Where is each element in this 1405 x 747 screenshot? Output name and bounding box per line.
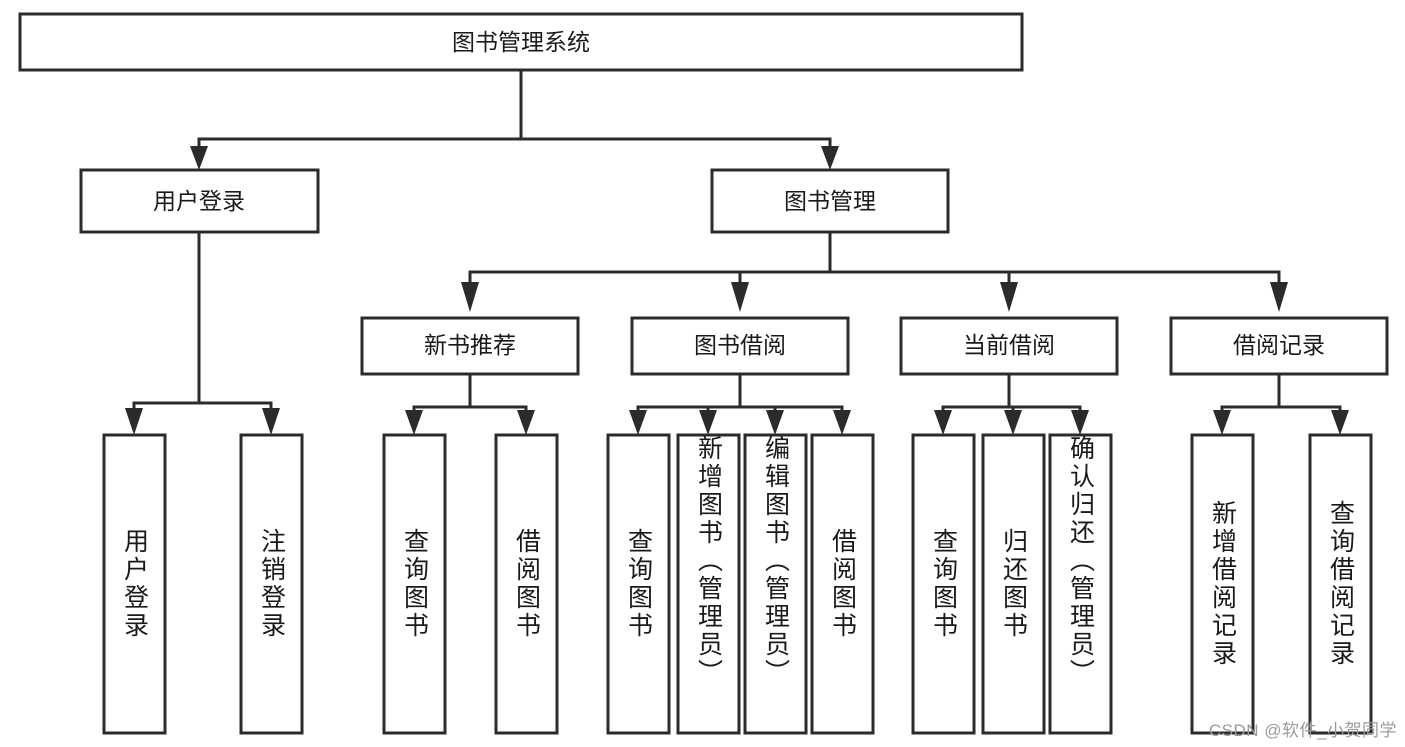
node-root-label: 图书管理系统 xyxy=(452,29,590,55)
arrow-head-bb-leaf-1 xyxy=(629,410,647,435)
node-book-management-label: 图书管理 xyxy=(784,188,876,214)
leaf-box-user-login-2[interactable] xyxy=(239,433,304,735)
connector-group xyxy=(125,68,1349,435)
arrow-head-cb-leaf-3 xyxy=(1071,410,1089,435)
leaf-box-current-borrow-3[interactable] xyxy=(1048,433,1113,735)
node-root[interactable]: 图书管理系统 xyxy=(18,12,1024,72)
node-book-management-box[interactable] xyxy=(710,168,950,234)
node-root-box[interactable] xyxy=(18,12,1024,72)
leaf-box-current-borrow-1[interactable] xyxy=(911,433,976,735)
leaf-box-borrow-record-2[interactable] xyxy=(1308,433,1373,735)
arrow-head-bb-leaf-2 xyxy=(699,410,717,435)
node-book-borrow-box[interactable] xyxy=(630,316,850,376)
node-new-book-recommend-label: 新书推荐 xyxy=(424,332,516,358)
node-borrow-record[interactable]: 借阅记录 xyxy=(1169,316,1389,376)
csdn-watermark: CSDN @软件_小贺同学 xyxy=(1208,721,1397,740)
arrow-head-nb-leaf-1 xyxy=(405,410,423,435)
leaf-box-new-book-2[interactable] xyxy=(494,433,559,735)
node-borrow-record-label: 借阅记录 xyxy=(1233,332,1325,358)
node-new-book-recommend[interactable]: 新书推荐 xyxy=(360,316,580,376)
node-book-borrow[interactable]: 图书借阅 xyxy=(630,316,850,376)
arrow-head-cb-leaf-2 xyxy=(1004,410,1022,435)
leaf-box-book-borrow-4[interactable] xyxy=(810,433,875,735)
arrow-head-new-book-recommend xyxy=(461,282,479,312)
leaf-box-book-borrow-2[interactable] xyxy=(676,433,741,735)
node-book-borrow-label: 图书借阅 xyxy=(694,332,786,358)
arrow-head-book-borrow xyxy=(731,282,749,312)
leaf-box-borrow-record-1[interactable] xyxy=(1190,433,1255,735)
node-book-management[interactable]: 图书管理 xyxy=(710,168,950,234)
node-current-borrow[interactable]: 当前借阅 xyxy=(899,316,1119,376)
node-new-book-recommend-box[interactable] xyxy=(360,316,580,376)
node-borrow-record-box[interactable] xyxy=(1169,316,1389,376)
leaf-box-user-login-1[interactable] xyxy=(102,433,167,735)
arrow-head-leaf-user-login xyxy=(125,408,143,435)
arrow-head-leaf-logout xyxy=(262,408,280,435)
arrow-head-book-mgmt xyxy=(821,146,839,170)
arrow-head-cb-leaf-1 xyxy=(934,410,952,435)
leaf-box-current-borrow-2[interactable] xyxy=(981,433,1046,735)
arrow-head-borrow-record xyxy=(1270,282,1288,312)
node-current-borrow-label: 当前借阅 xyxy=(963,332,1055,358)
leaf-box-book-borrow-3[interactable] xyxy=(743,433,808,735)
leaf-box-new-book-1[interactable] xyxy=(382,433,447,735)
arrow-head-user-login xyxy=(190,146,208,170)
node-user-login-box[interactable] xyxy=(79,168,320,234)
node-user-login[interactable]: 用户登录 xyxy=(79,168,320,234)
arrow-head-br-leaf-1 xyxy=(1213,410,1231,435)
leaf-box-book-borrow-1[interactable] xyxy=(606,433,671,735)
node-user-login-label: 用户登录 xyxy=(153,188,245,214)
arrow-head-bb-leaf-4 xyxy=(833,410,851,435)
arrow-head-bb-leaf-3 xyxy=(766,410,784,435)
arrow-head-br-leaf-2 xyxy=(1331,410,1349,435)
arrow-head-nb-leaf-2 xyxy=(517,410,535,435)
node-current-borrow-box[interactable] xyxy=(899,316,1119,376)
arrow-head-current-borrow xyxy=(1000,282,1018,312)
